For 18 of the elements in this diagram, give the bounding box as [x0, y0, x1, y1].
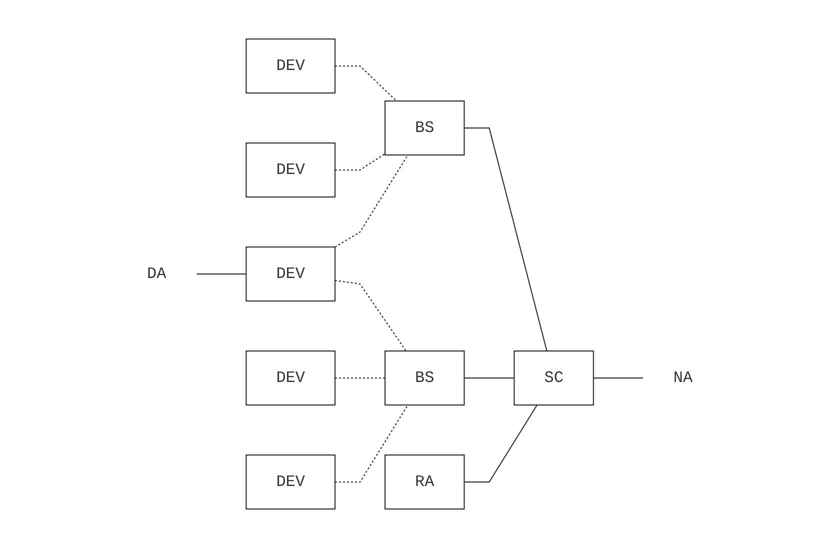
node-box: DEV [245, 350, 336, 406]
connector [334, 153, 386, 170]
connector [334, 154, 408, 248]
node-box: DEV [245, 38, 336, 94]
connector [463, 128, 548, 352]
node-box: RA [384, 454, 464, 510]
connector [334, 404, 408, 482]
connector [334, 66, 397, 102]
node-box: DEV [245, 454, 336, 510]
node-box: SC [513, 350, 594, 406]
node-box: BS [384, 100, 464, 156]
node-box: DEV [245, 246, 336, 302]
connector [463, 404, 538, 482]
node-box: BS [384, 350, 464, 406]
connector [334, 280, 406, 352]
node-text: NA [673, 369, 692, 387]
node-box: DEV [245, 142, 336, 198]
node-text: DA [146, 265, 166, 283]
